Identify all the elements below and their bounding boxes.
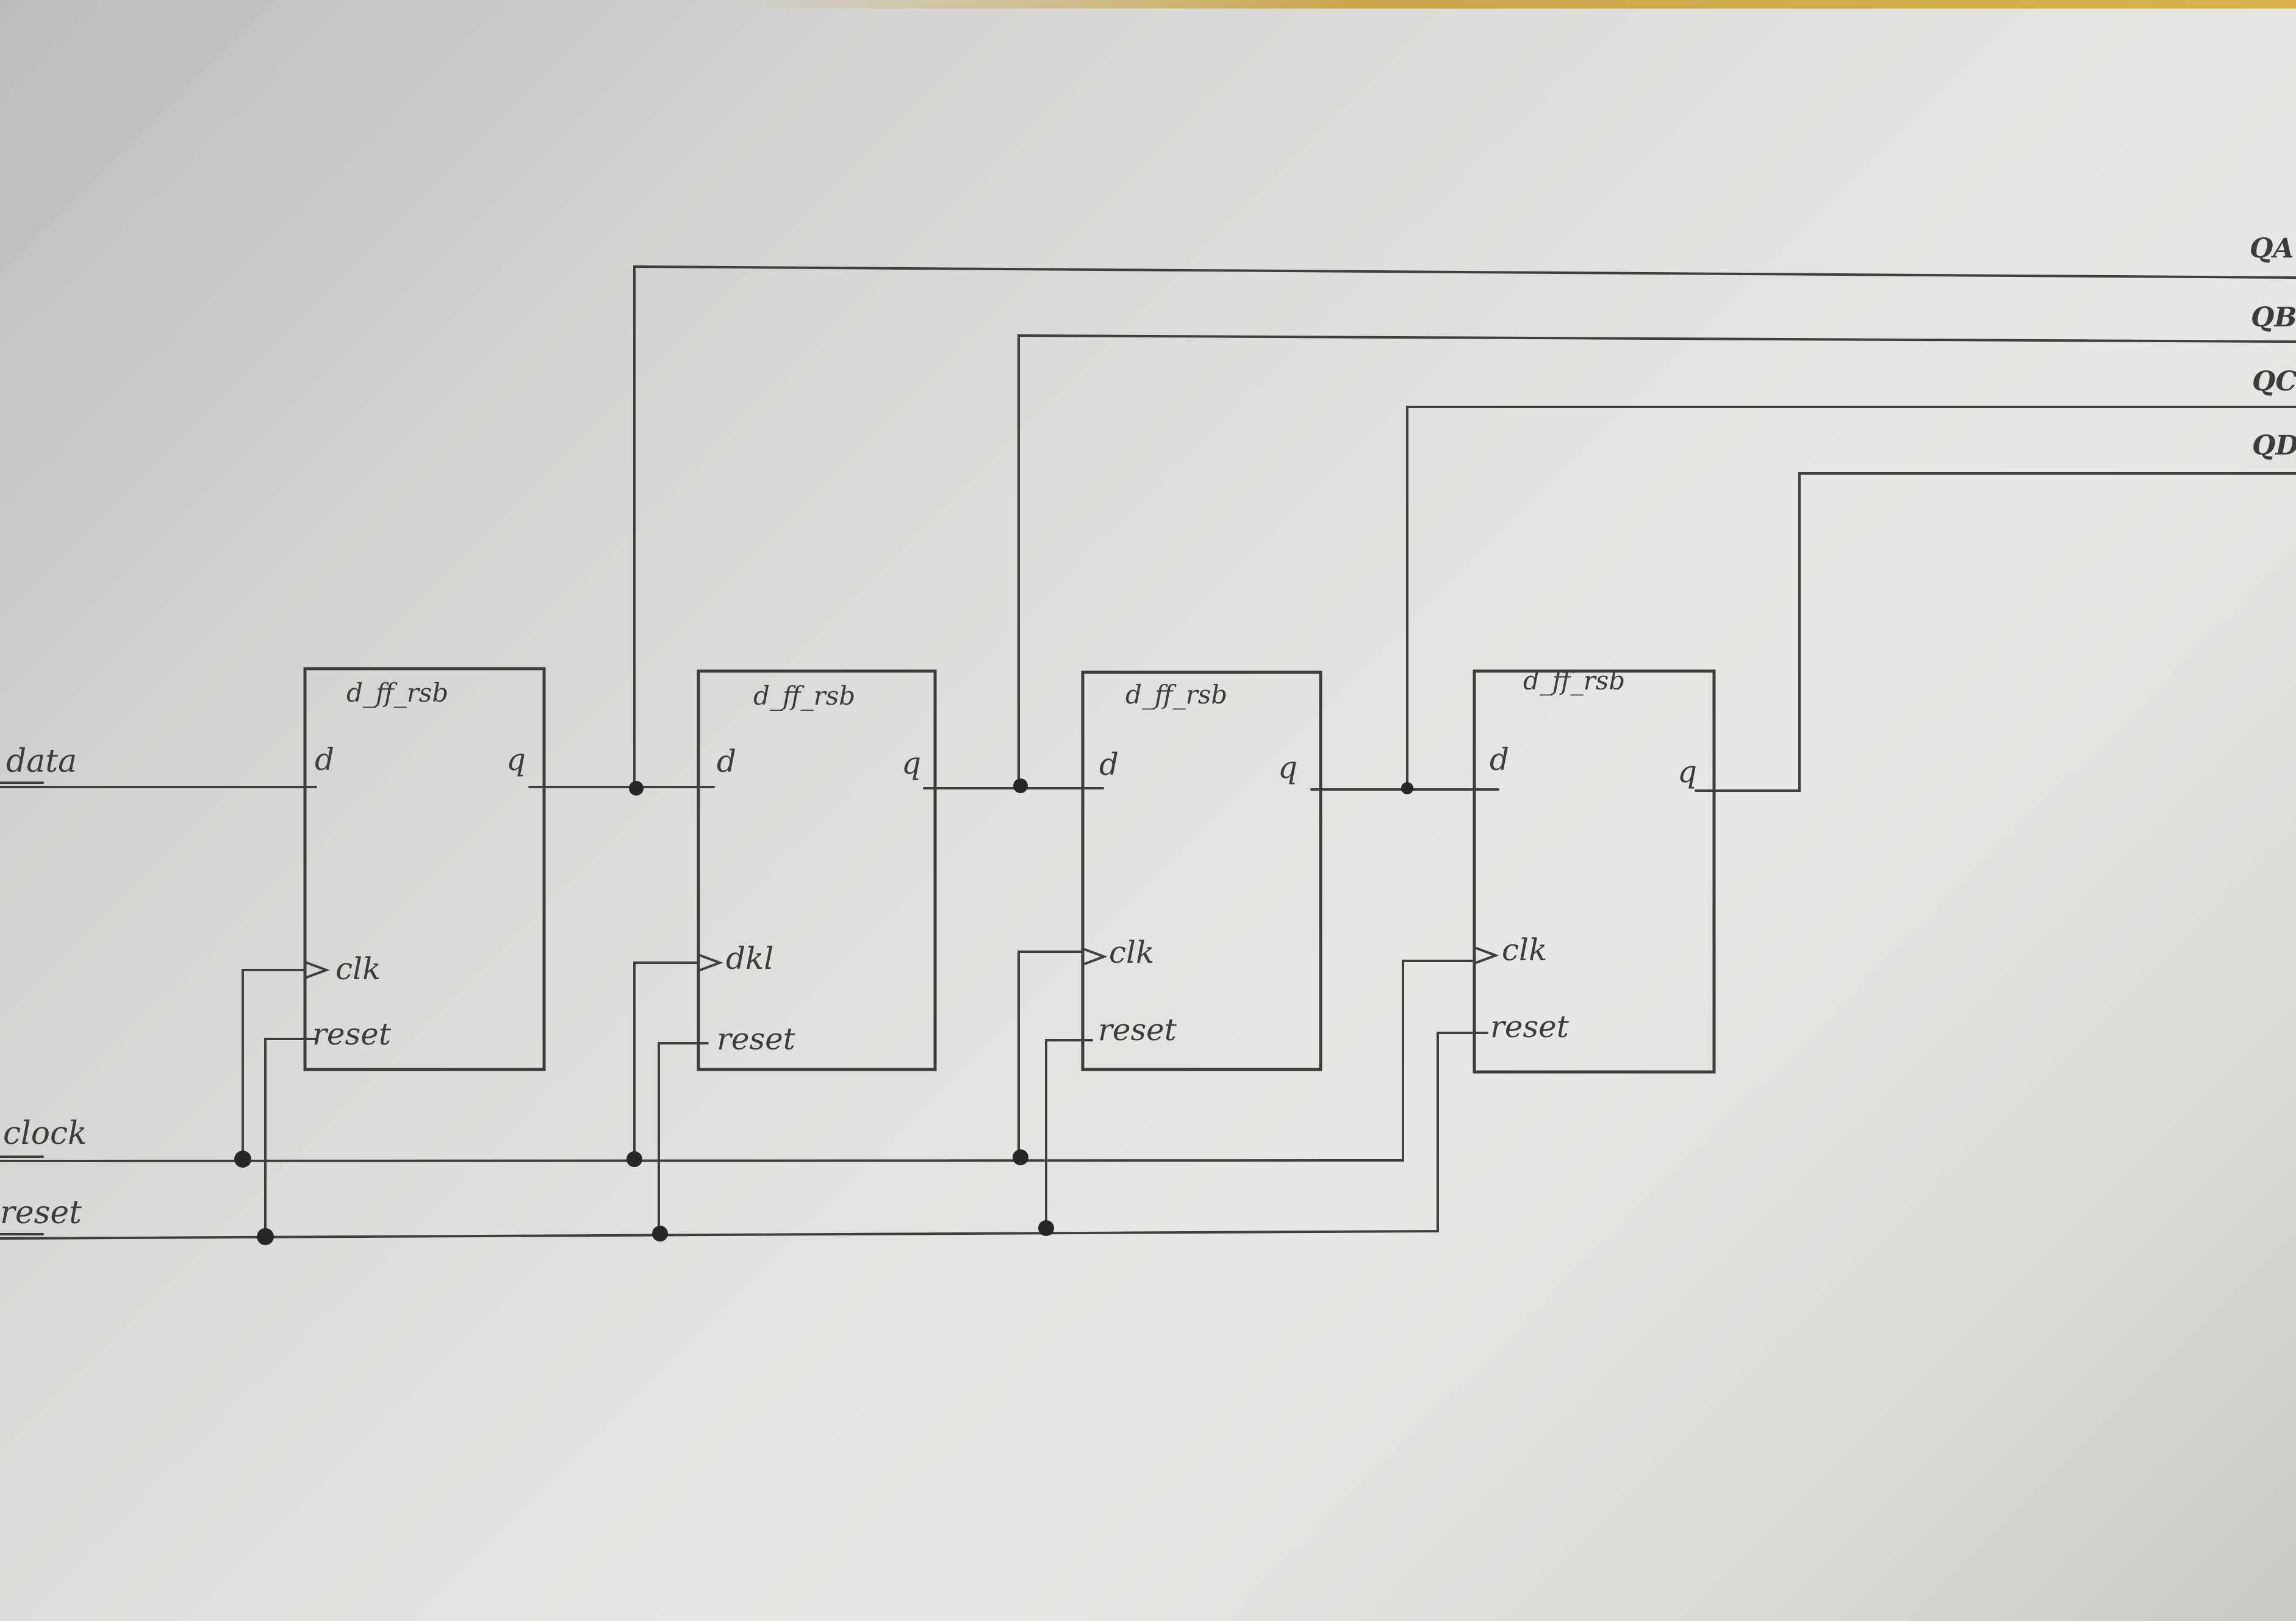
reset-input-wire — [0, 1032, 1488, 1240]
junction-qa — [629, 781, 644, 796]
data-input-label: data — [6, 743, 77, 780]
flip-flop-1-clk-label: clk — [335, 951, 381, 987]
reset-branch-ff3 — [1045, 1039, 1093, 1231]
junction-reset-ff3 — [1038, 1220, 1054, 1236]
flip-flop-3-clk-triangle — [1082, 947, 1108, 966]
reset-input-label: reset — [0, 1195, 82, 1231]
junction-clock-ff2 — [626, 1151, 642, 1167]
junction-clock-ff1 — [234, 1151, 251, 1168]
clock-branch-ff3 — [1017, 951, 1084, 1160]
flip-flop-3-title: d_ff_rsb — [1125, 680, 1227, 710]
flip-flop-1-reset-label: reset — [312, 1016, 392, 1052]
flip-flop-2-reset-label: reset — [717, 1021, 796, 1057]
flip-flop-3-d-label: d — [1099, 747, 1119, 782]
flip-flop-4-clk-triangle — [1473, 946, 1499, 965]
junction-qb — [1013, 778, 1028, 793]
qa-output-wire — [633, 265, 2296, 788]
flip-flop-1-clk-triangle — [304, 961, 330, 979]
flip-flop-4-title: d_ff_rsb — [1523, 666, 1625, 695]
flip-flop-3-reset-label: reset — [1098, 1012, 1177, 1048]
flip-flop-4-clk-label: clk — [1502, 932, 1547, 968]
flip-flop-1-box — [303, 667, 546, 1071]
flip-flop-1-title: d_ff_rsb — [346, 678, 448, 708]
flip-flop-2-q-label: q — [902, 746, 921, 781]
flip-flop-3-q-label: q — [1278, 750, 1297, 785]
flip-flop-1-d-label: d — [315, 742, 334, 777]
clock-input-wire — [0, 960, 1476, 1162]
flip-flop-2-clk-triangle — [697, 954, 723, 972]
output-qd-label: QD — [2252, 430, 2296, 461]
q4-output-wire — [1695, 472, 2296, 792]
flip-flop-1-q-label: q — [506, 742, 526, 777]
flip-flop-3-clk-label: clk — [1109, 935, 1154, 970]
junction-clock-ff3 — [1013, 1149, 1028, 1165]
clock-input-label: clock — [3, 1115, 87, 1152]
flip-flop-4-box — [1473, 669, 1716, 1074]
flip-flop-2-title: d_ff_rsb — [753, 681, 855, 711]
output-qa-label: QA — [2250, 233, 2294, 264]
output-qc-label: QC — [2252, 366, 2296, 397]
reset-branch-ff1 — [264, 1038, 317, 1240]
qc-output-wire — [1406, 406, 2296, 791]
clock-branch-ff1 — [242, 969, 306, 1162]
flip-flop-2-clk-label: dkl — [726, 941, 773, 976]
junction-reset-ff2 — [652, 1226, 668, 1242]
flip-flop-2-box — [697, 669, 937, 1071]
junction-reset-ff1 — [257, 1228, 274, 1245]
clock-branch-ff2 — [633, 961, 700, 1162]
reset-branch-ff2 — [658, 1042, 709, 1237]
flip-flop-3-box — [1081, 670, 1322, 1071]
junction-qc — [1401, 782, 1413, 794]
flip-flop-4-reset-label: reset — [1490, 1009, 1570, 1044]
output-qb-label: QB — [2251, 302, 2296, 333]
flip-flop-4-q-label: q — [1677, 754, 1697, 789]
flip-flop-4-d-label: d — [1490, 742, 1509, 777]
flip-flop-2-d-label: d — [717, 744, 736, 779]
paper-edge — [732, 0, 2296, 9]
qb-output-wire — [1017, 334, 2296, 789]
